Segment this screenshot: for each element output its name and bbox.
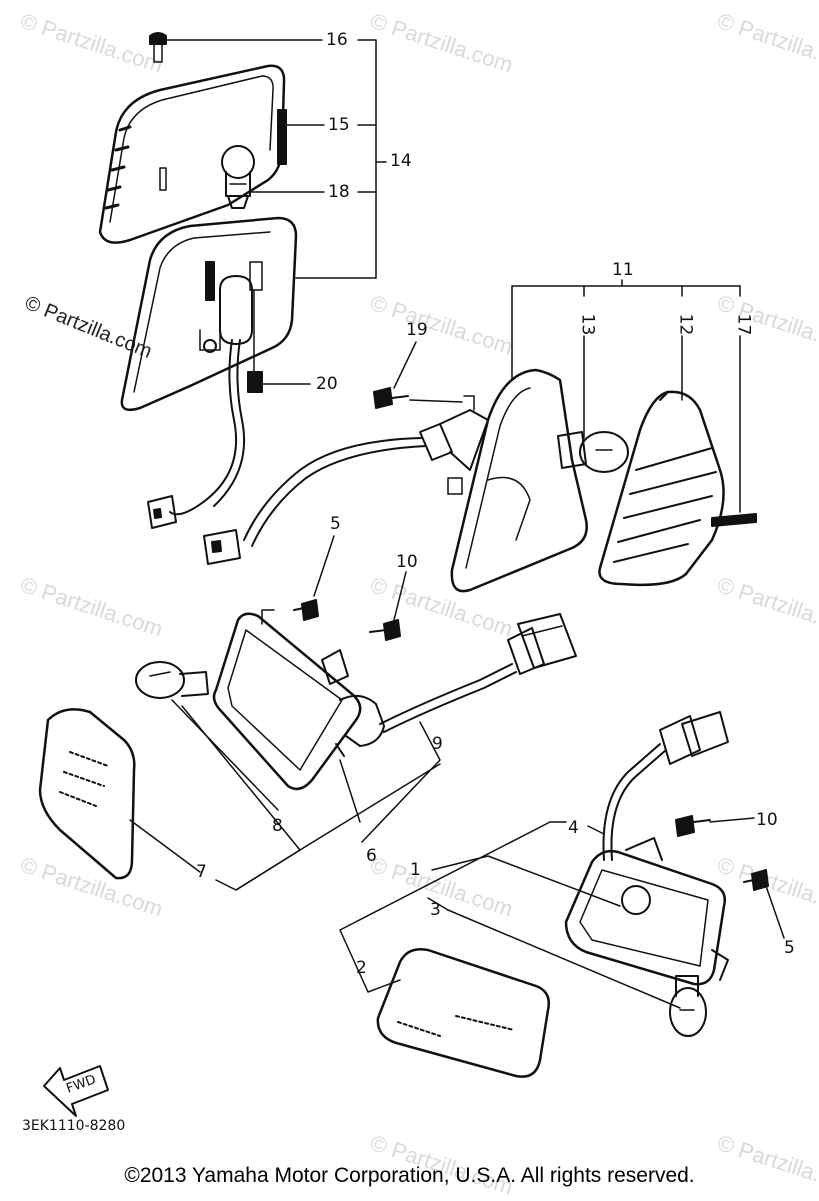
bulb-18 <box>221 145 255 209</box>
housing-16 <box>120 216 298 411</box>
callout-10: 10 <box>396 552 418 572</box>
screw-5 <box>293 599 319 621</box>
callout-5: 5 <box>330 514 341 534</box>
callout-2: 2 <box>356 958 367 978</box>
callout-13: 13 <box>577 313 598 336</box>
screw-5b <box>743 869 769 891</box>
callout-6: 6 <box>366 846 377 866</box>
screw-10b <box>675 815 711 837</box>
wire-9 <box>379 613 577 733</box>
screw-14 <box>711 513 757 527</box>
callout-11: 11 <box>612 260 634 280</box>
callout-3: 3 <box>430 900 441 920</box>
callout-12: 12 <box>675 313 696 336</box>
fwd-arrow <box>43 1065 109 1117</box>
housing-1 <box>564 837 729 986</box>
bulb-3 <box>669 975 707 1037</box>
screw-10 <box>369 619 401 641</box>
leader-lines-16 <box>165 39 387 385</box>
callout-1: 1 <box>410 860 421 880</box>
callout-5b: 5 <box>784 938 795 958</box>
callout-8: 8 <box>272 816 283 836</box>
diagram-code: 3EK1110-8280 <box>22 1118 126 1134</box>
callout-10b: 10 <box>756 810 778 830</box>
callout-17: 15 <box>328 115 350 135</box>
lens-17 <box>98 64 287 244</box>
bulb-8 <box>135 661 209 699</box>
copyright-text: ©2013 Yamaha Motor Corporation, U.S.A. A… <box>124 1164 695 1187</box>
callout-18: 18 <box>328 182 350 202</box>
bulb-13 <box>557 431 629 473</box>
wire-11 <box>203 437 427 565</box>
callout-4: 4 <box>568 818 579 838</box>
callout-19: 16 <box>326 30 348 50</box>
screw-19 <box>149 32 167 63</box>
lens-7 <box>38 708 136 880</box>
wire-4 <box>602 711 729 861</box>
leader-lines-6 <box>129 535 441 891</box>
leader-lines-11 <box>393 279 741 513</box>
housing-13 <box>419 368 588 593</box>
callout-9: 9 <box>432 734 443 754</box>
callout-20: 20 <box>316 374 338 394</box>
leader-lines-1 <box>339 817 785 1009</box>
screw-20 <box>247 289 263 393</box>
screw-15 <box>373 387 409 409</box>
callout-14: 17 <box>733 313 754 336</box>
callout-7: 7 <box>196 862 207 882</box>
housing-6 <box>212 609 385 791</box>
lens-12 <box>598 390 725 587</box>
wire-16 <box>147 339 246 529</box>
lens-2 <box>376 948 550 1078</box>
callout-15: 19 <box>406 320 428 340</box>
callout-16: 14 <box>390 151 412 171</box>
